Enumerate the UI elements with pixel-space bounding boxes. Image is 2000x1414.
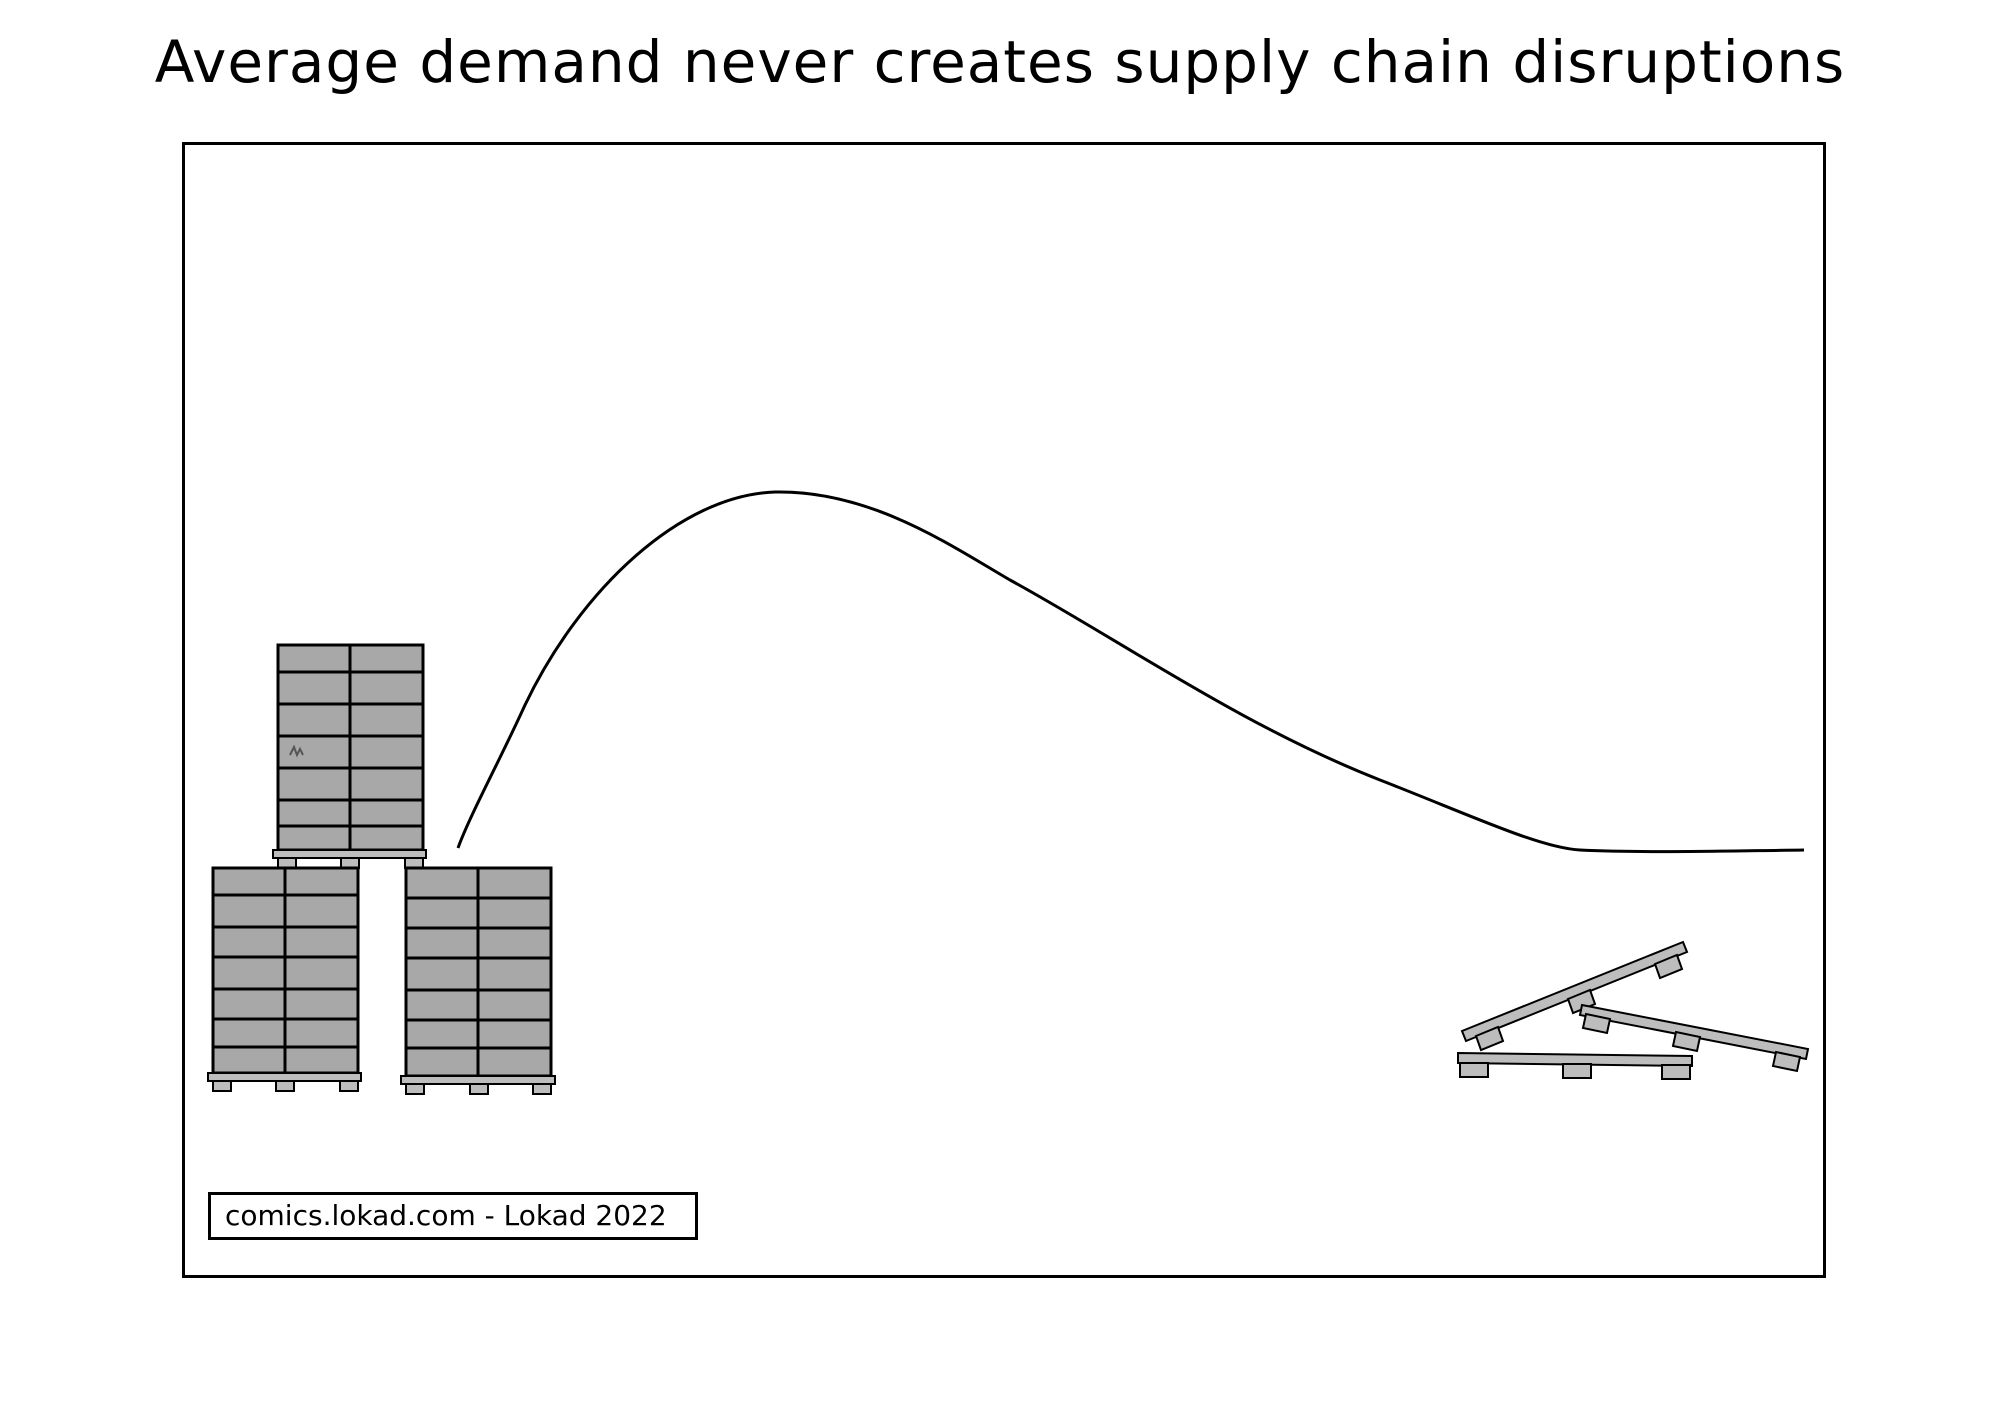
comic-panel <box>182 142 1826 1278</box>
pallet-stack-bottom-left <box>207 866 362 1092</box>
demand-curve <box>456 490 1805 854</box>
comic-title: Average demand never creates supply chai… <box>154 28 1846 96</box>
pallet-stack-bottom-right <box>400 866 556 1095</box>
empty-pallet-tilted-left <box>1460 940 1689 1052</box>
credit-label: comics.lokad.com - Lokad 2022 <box>208 1192 698 1240</box>
pallet-stack-top <box>272 643 427 869</box>
empty-pallet-flat <box>1457 1051 1693 1080</box>
empty-pallet-tilted-right <box>1578 1003 1810 1073</box>
